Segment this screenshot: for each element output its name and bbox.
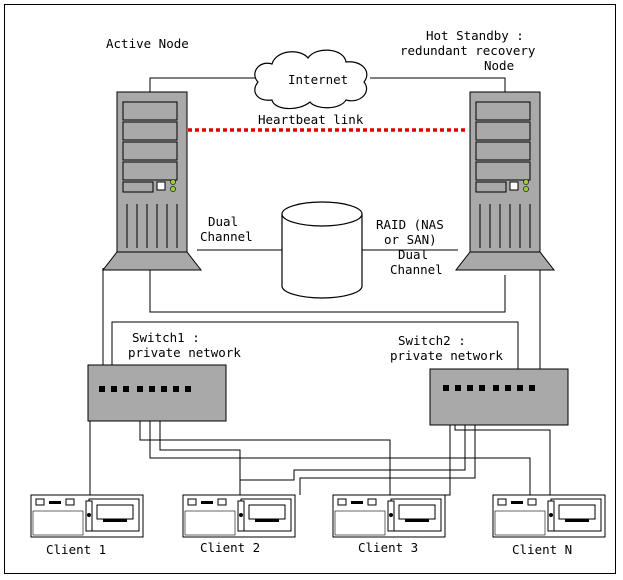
client-2-label: Client 2 <box>200 540 260 555</box>
active-node-label: Active Node <box>106 36 189 51</box>
client-1-icon <box>30 494 144 538</box>
dual-channel-left-line2: Channel <box>200 229 253 244</box>
internet-cloud-icon <box>254 49 368 110</box>
standby-label-line2: redundant recovery <box>400 43 536 58</box>
standby-node-server-icon <box>455 91 555 271</box>
dual-channel-right-line1: Dual <box>398 247 428 262</box>
client-3-label: Client 3 <box>358 540 418 555</box>
raid-cylinder-icon <box>281 201 363 299</box>
standby-label-line1: Hot Standby : <box>426 28 524 43</box>
switch2-label-line1: Switch2 : <box>398 333 466 348</box>
switch2-label-line2: private network <box>390 348 503 363</box>
standby-label-line3: Node <box>484 58 514 73</box>
raid-label-line1: RAID (NAS <box>376 217 444 232</box>
client-n-label: Client N <box>512 542 572 557</box>
active-node-server-icon <box>102 91 202 271</box>
client-2-icon <box>182 494 296 538</box>
client-n-icon <box>492 494 606 538</box>
dual-channel-left-line1: Dual <box>208 214 238 229</box>
client-1-label: Client 1 <box>46 542 106 557</box>
client-3-icon <box>332 494 446 538</box>
switch1-icon <box>87 364 227 422</box>
internet-label: Internet <box>288 72 348 87</box>
switch1-label-line1: Switch1 : <box>132 330 200 345</box>
switch1-label-line2: private network <box>128 345 241 360</box>
heartbeat-label: Heartbeat link <box>258 112 364 127</box>
raid-label-line2: or SAN) <box>384 232 437 247</box>
switch2-icon <box>429 368 569 426</box>
dual-channel-right-line2: Channel <box>390 262 443 277</box>
